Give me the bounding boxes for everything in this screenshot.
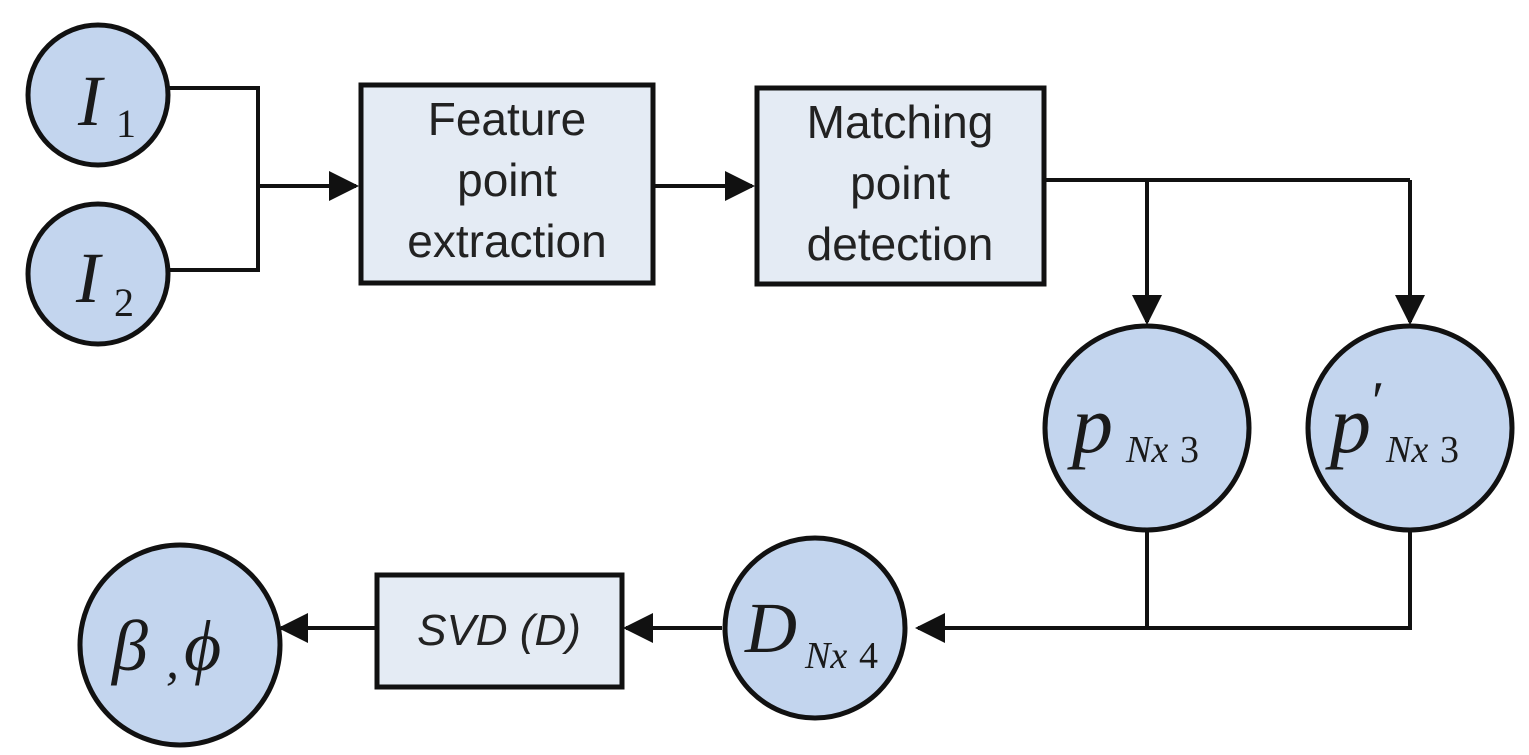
matching-label-line-2: point: [850, 157, 950, 209]
edge-p-prime-down: [1147, 530, 1412, 630]
input-2-symbol: I: [75, 238, 103, 318]
node-d: D Nx 4: [722, 535, 908, 721]
p-prime-subscript-letters: Nx: [1385, 429, 1428, 471]
input-2-subscript: 2: [114, 280, 134, 325]
d-subscript-number: 4: [859, 635, 878, 677]
feature-label-line-1: Feature: [428, 93, 587, 145]
node-input-1: I 1: [25, 22, 171, 168]
node-svd: SVD (D): [374, 572, 625, 690]
matching-label-line-1: Matching: [807, 96, 994, 148]
feature-label-line-3: extraction: [407, 215, 606, 267]
output-separator: ,: [166, 633, 179, 690]
edge-i1-merge: [168, 86, 260, 272]
p-prime-subscript-number: 3: [1440, 429, 1459, 471]
matching-label-line-3: detection: [807, 218, 994, 270]
svd-label: SVD (D): [417, 606, 581, 655]
output-phi: ϕ: [184, 606, 221, 686]
input-1-symbol: I: [77, 61, 105, 141]
node-feature-extraction: Feature point extraction: [358, 82, 656, 286]
node-output: β , ϕ: [77, 542, 283, 748]
edges: [168, 86, 1425, 643]
input-1-subscript: 1: [116, 101, 136, 146]
output-beta: β: [110, 606, 148, 686]
p-subscript-letters: Nx: [1125, 429, 1168, 471]
node-matching-detection: Matching point detection: [754, 85, 1047, 287]
p-subscript-number: 3: [1180, 429, 1199, 471]
node-input-2: I 2: [25, 201, 171, 347]
d-subscript-letters: Nx: [804, 635, 847, 677]
feature-label-line-2: point: [457, 154, 557, 206]
d-symbol: D: [744, 588, 797, 668]
node-p: p Nx 3: [1042, 323, 1252, 533]
p-prime-symbol: p: [1325, 379, 1371, 470]
p-symbol: p: [1067, 379, 1113, 470]
node-p-prime: p ′ Nx 3: [1305, 323, 1515, 533]
p-prime-mark: ′: [1372, 371, 1384, 433]
